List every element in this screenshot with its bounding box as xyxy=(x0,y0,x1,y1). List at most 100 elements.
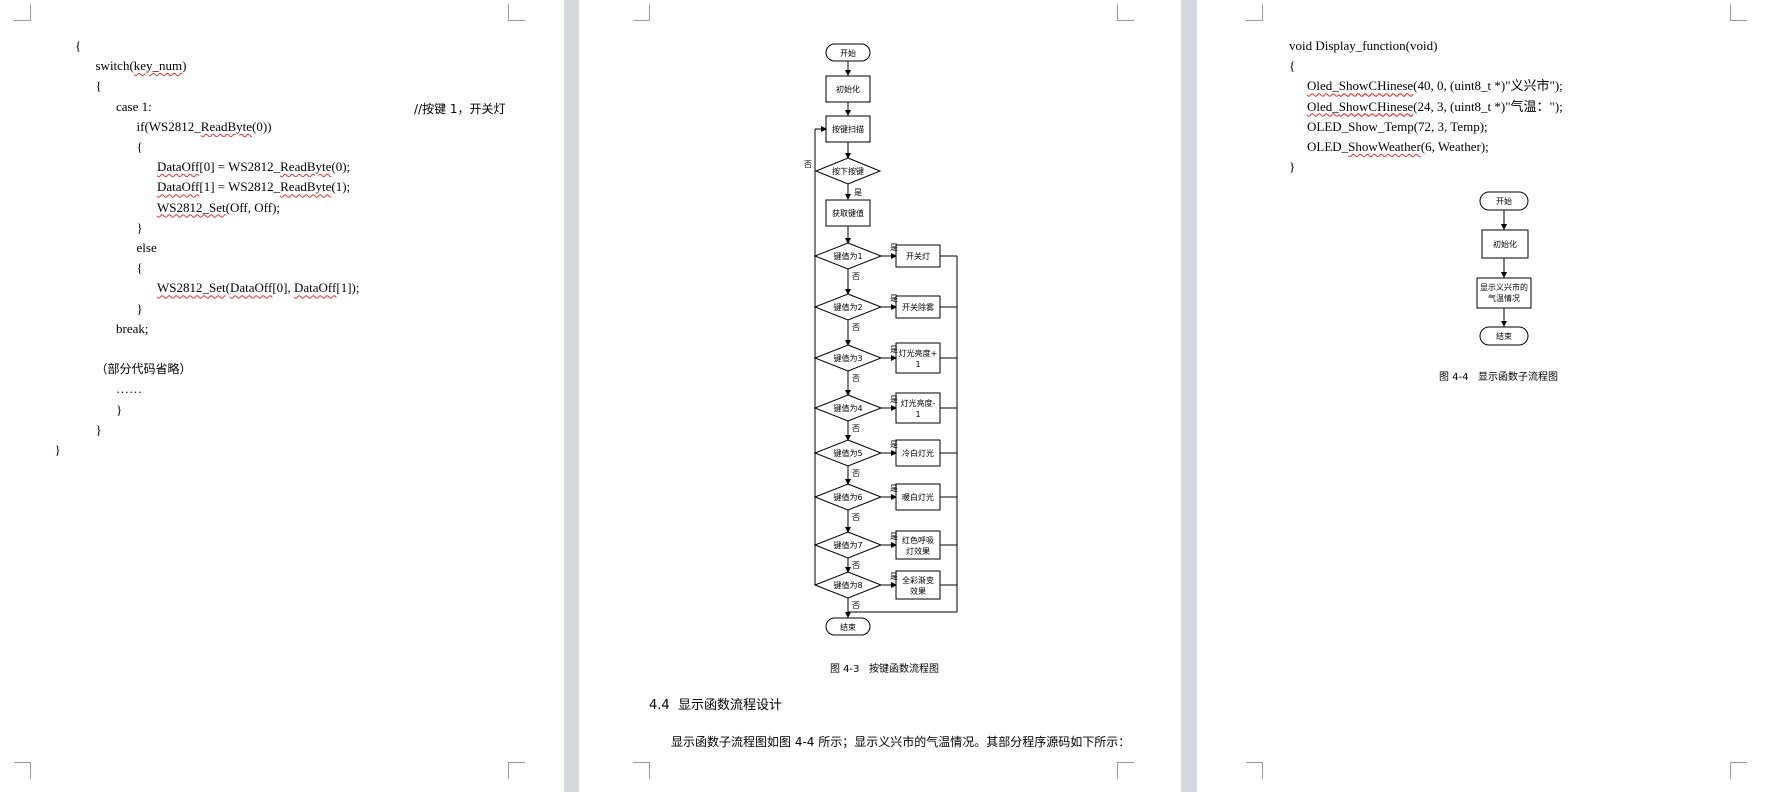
code-line: } xyxy=(95,421,102,437)
code-line: OLED_ShowWeather(6, Weather); xyxy=(1307,139,1489,154)
flowchart-yes-label: 是 xyxy=(890,345,898,354)
code-line: { xyxy=(95,78,102,94)
flowchart-display-label: 显示义兴市的 xyxy=(1480,282,1528,292)
code-line: { xyxy=(136,260,143,276)
code-line: DataOff[1] = WS2812_ReadByte(1); xyxy=(157,179,351,195)
display-function-flowchart: 开始 初始化 显示义兴市的 气温情况 结束 xyxy=(1476,191,1532,346)
crop-mark-bottom-right xyxy=(1730,762,1747,779)
code-line: } xyxy=(136,219,143,235)
body-paragraph: 显示函数子流程图如图 4-4 所示；显示义兴市的气温情况。其部分程序源码如下所示… xyxy=(671,735,1131,749)
code-line: （部分代码省略） xyxy=(95,362,192,377)
flowchart-start-label: 开始 xyxy=(840,48,856,58)
flowchart-no-label: 否 xyxy=(852,513,860,522)
flowchart-action-label: 红色呼吸 xyxy=(902,535,934,545)
flowchart-display xyxy=(1476,277,1532,309)
flowchart-no-label: 否 xyxy=(852,561,860,570)
flowchart-no-label: 否 xyxy=(804,160,812,169)
code-line: WS2812_Set(Off, Off); xyxy=(157,199,281,215)
flowchart-no-label: 否 xyxy=(852,374,860,383)
crop-mark-bottom-left xyxy=(633,762,650,779)
crop-mark-top-right xyxy=(508,4,525,21)
flowchart-init-label: 初始化 xyxy=(1493,239,1517,249)
flowchart-action-label: 灯效果 xyxy=(906,546,930,556)
flowchart-yes-label: 是 xyxy=(854,188,862,197)
crop-mark-bottom-left xyxy=(14,762,31,779)
code-line: OLED_Show_Temp(72, 3, Temp); xyxy=(1307,118,1488,134)
flowchart-action-label: 效果 xyxy=(910,586,926,596)
code-line: switch(key_num) xyxy=(95,58,187,74)
flowchart-yes-label: 是 xyxy=(890,532,898,541)
flowchart-action xyxy=(895,570,941,600)
flowchart-no-label: 否 xyxy=(852,601,860,610)
flowchart-action xyxy=(895,342,941,374)
crop-mark-top-left xyxy=(1246,4,1263,21)
code-line: void Display_function(void) xyxy=(1289,38,1438,53)
flowchart-action-label: 开关除雾 xyxy=(902,302,934,312)
flowchart-init xyxy=(1481,229,1529,259)
crop-mark-bottom-left xyxy=(1246,762,1263,779)
code-line: } xyxy=(136,300,143,316)
flowchart-no-label: 否 xyxy=(852,469,860,478)
document-page-1: {switch(key_num){case 1:if(WS2812_ReadBy… xyxy=(0,0,564,792)
page-gap-1 xyxy=(564,0,579,792)
flowchart-decision-label: 键值为5 xyxy=(833,448,862,458)
flowchart-action xyxy=(895,439,941,467)
flowchart-get-value xyxy=(825,199,871,227)
key-function-flowchart: 开始初始化按键扫描按下按键是否获取键值键值为1是开关灯否键值为2是开关除雾否键值… xyxy=(804,43,958,636)
code-line: else xyxy=(136,240,157,255)
code-line: { xyxy=(136,139,143,154)
crop-mark-top-right xyxy=(1730,4,1747,21)
page-gap-2 xyxy=(1181,0,1197,792)
code-comment: //按键 1，开关灯 xyxy=(414,102,506,116)
flowchart-display-label: 气温情况 xyxy=(1488,293,1520,303)
code-line: …… xyxy=(116,381,142,397)
flowchart-action-label: 灯光亮度+ xyxy=(899,348,938,358)
flowchart-decision-label: 键值为3 xyxy=(833,353,862,363)
flowchart-yes-label: 是 xyxy=(890,440,898,449)
code-line: } xyxy=(116,401,123,417)
code-line: WS2812_Set(DataOff[0], DataOff[1]); xyxy=(157,280,360,296)
flowchart-action-label: 暖白灯光 xyxy=(902,492,934,502)
flowchart-decision-label: 键值为4 xyxy=(833,403,862,413)
flowchart-end-label: 结束 xyxy=(1496,331,1512,341)
flowchart-decision-label: 键值为6 xyxy=(833,492,862,502)
section-heading: 4.4 显示函数流程设计 xyxy=(649,698,782,713)
flowchart-get-value-label: 获取键值 xyxy=(832,208,864,218)
crop-mark-bottom-right xyxy=(508,762,525,779)
code-line: DataOff[0] = WS2812_ReadByte(0); xyxy=(157,159,351,175)
code-line: { xyxy=(75,38,82,53)
code-line: Oled_ShowCHinese(40, 0, (uint8_t *)"义兴市"… xyxy=(1307,78,1563,94)
figure-caption: 图 4-4 显示函数子流程图 xyxy=(1439,372,1559,383)
flowchart-action xyxy=(895,392,941,424)
code-line: break; xyxy=(116,320,149,336)
flowchart-init-label: 初始化 xyxy=(836,84,860,94)
code-line: { xyxy=(1289,58,1296,74)
flowchart-action-label: 灯光亮度- xyxy=(901,398,936,408)
flowchart-action-label: 1 xyxy=(915,410,920,419)
crop-mark-bottom-right xyxy=(1117,762,1134,779)
flowchart-pressed-label: 按下按键 xyxy=(832,166,864,176)
flowchart-init xyxy=(825,75,871,103)
crop-mark-top-right xyxy=(1117,4,1134,21)
figure-caption: 图 4-3 按键函数流程图 xyxy=(830,664,940,675)
code-line: if(WS2812_ReadByte(0)) xyxy=(136,118,272,134)
flowchart-action xyxy=(895,530,941,560)
flowchart-end xyxy=(1479,326,1529,346)
flowchart-decision-label: 键值为7 xyxy=(833,540,862,550)
flowchart-decision-label: 键值为2 xyxy=(833,302,862,312)
flowchart-action-label: 冷白灯光 xyxy=(902,448,934,458)
code-line: } xyxy=(54,442,61,457)
flowchart-action-label: 1 xyxy=(915,360,920,369)
flowchart-yes-label: 是 xyxy=(890,572,898,581)
flowchart-yes-label: 是 xyxy=(890,395,898,404)
crop-mark-top-left xyxy=(14,4,31,21)
flowchart-decision-label: 键值为8 xyxy=(833,580,862,590)
code-line: Oled_ShowCHinese(24, 3, (uint8_t *)"气温："… xyxy=(1307,98,1563,114)
flowchart-no-label: 否 xyxy=(852,272,860,281)
flowchart-end-label: 结束 xyxy=(840,622,856,632)
crop-mark-top-left xyxy=(633,4,650,21)
document-page-3: void Display_function(void) { Oled_ShowCHi… xyxy=(1197,0,1776,792)
flowchart-action-label: 全彩渐变 xyxy=(902,575,934,585)
flowchart-no-label: 否 xyxy=(852,424,860,433)
